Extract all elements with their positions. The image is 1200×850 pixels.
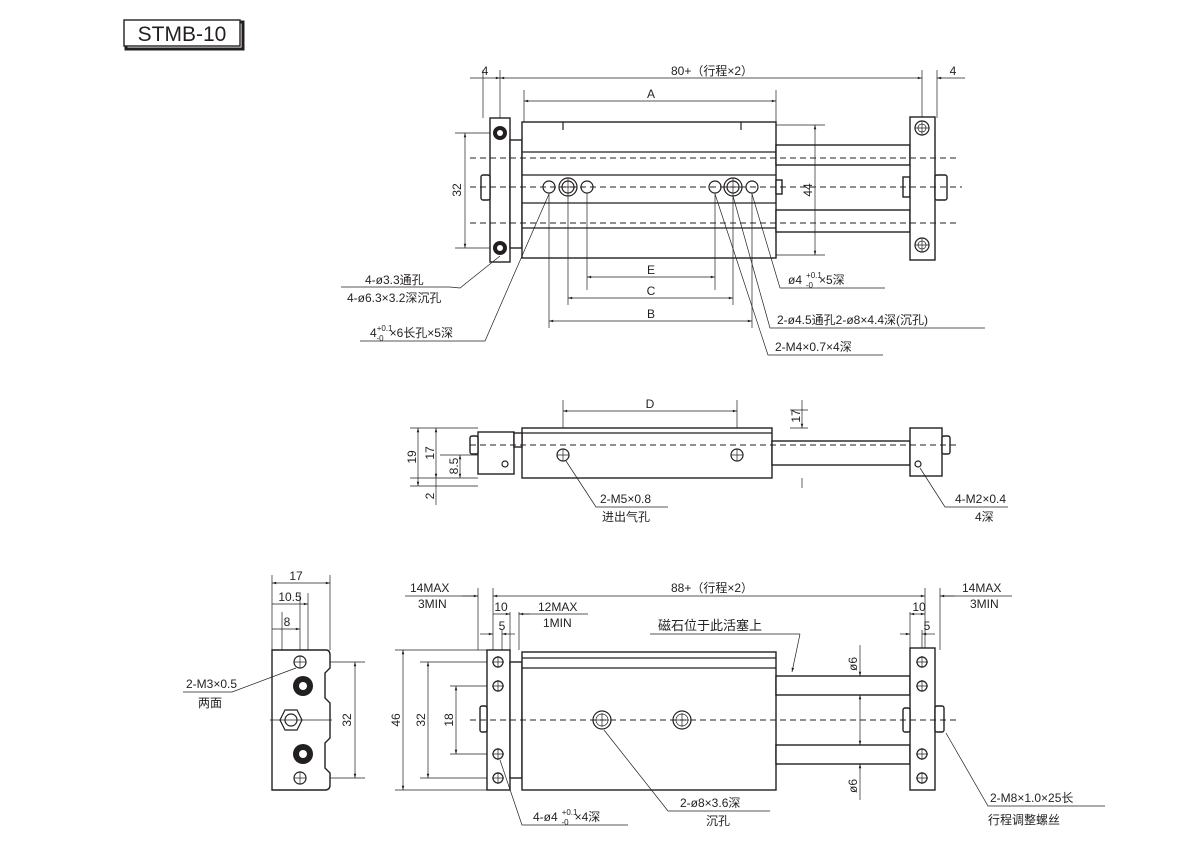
- dim-46: 46: [389, 713, 403, 727]
- guide-rod: [775, 144, 911, 166]
- dim-b: B: [647, 307, 655, 321]
- dim-17-top: 17: [789, 409, 803, 423]
- bottom-view: 88+（行程×2） 14MAX 3MIN 14MAX 3MIN 10 5 12M…: [389, 580, 1105, 828]
- dim-e: E: [647, 263, 655, 277]
- dim-mid-max: 12MAX: [538, 600, 577, 614]
- side-view: D 17 19 17 8.5 2 2-M5×0.8 进出气孔 4-M2×0.4 …: [405, 397, 1008, 524]
- top-view: 80+（行程×2） 4 4 A 32 44: [341, 63, 985, 356]
- dim-17: 17: [423, 446, 437, 460]
- right-end-plate: [909, 647, 936, 791]
- dim-32: 32: [414, 713, 428, 727]
- dim-rod-diameter-bottom: ø6: [846, 779, 860, 793]
- note-m2: 4-M2×0.4: [955, 492, 1006, 506]
- note-port-desc: 进出气孔: [602, 509, 650, 524]
- dim-32: 32: [340, 713, 354, 727]
- magnet-note: 磁石位于此活塞上: [658, 618, 762, 633]
- end-view: 17 10.5 8 32 2-M3×0.5 两面: [183, 569, 365, 791]
- model-title: STMB-10: [138, 23, 227, 46]
- cylinder-body: [521, 651, 777, 791]
- cylinder-body: [521, 121, 777, 259]
- left-end-block: [477, 431, 515, 475]
- dim-10-left: 10: [494, 600, 508, 614]
- note-pin-hole: 4-ø4+0.1-0×4深: [533, 808, 600, 827]
- note-slot: 4+0.1-0×6长孔×5深: [370, 324, 453, 343]
- note-thread: 2-M4×0.7×4深: [775, 340, 852, 354]
- dim-left-offset: 4: [482, 64, 489, 78]
- note-hole-counterbore: 4-ø6.3×3.2深沉孔: [347, 291, 441, 305]
- cylinder-body-side: [521, 427, 773, 479]
- note-pin-hole: ø4+0.1-0×5深: [788, 271, 845, 290]
- plate-holes: [492, 656, 928, 784]
- dim-44: 44: [801, 183, 815, 197]
- dim-10-5: 10.5: [278, 590, 302, 604]
- dim-2: 2: [423, 492, 437, 499]
- note-m2-depth: 4深: [975, 510, 994, 524]
- dim-d: D: [646, 397, 655, 411]
- note-port: 2-M5×0.8: [600, 492, 651, 506]
- dim-right-min: 3MIN: [970, 597, 999, 611]
- dim-left-min: 3MIN: [418, 597, 447, 611]
- note-hole-through: 4-ø3.3通孔: [365, 273, 424, 287]
- dim-mid-min: 1MIN: [543, 616, 572, 630]
- dim-8-5: 8.5: [447, 457, 461, 474]
- dim-18: 18: [442, 713, 456, 727]
- dim-5-left: 5: [499, 619, 506, 633]
- note-adjust-screw: 2-M8×1.0×25长: [990, 791, 1073, 805]
- guide-rod: [775, 209, 911, 233]
- dim-10-right: 10: [912, 600, 926, 614]
- dim-8: 8: [284, 615, 291, 629]
- dim-left-max: 14MAX: [410, 581, 449, 595]
- mounting-holes: [542, 177, 759, 197]
- right-end-block: [909, 427, 943, 477]
- dim-19: 19: [405, 450, 419, 464]
- guide-rod: [775, 675, 911, 696]
- dim-5-right: 5: [924, 619, 931, 633]
- stroke-adjust-screw: [934, 705, 945, 733]
- dim-a: A: [647, 87, 655, 101]
- note-m3: 2-M3×0.5: [186, 677, 237, 691]
- note-counterbore: 2-ø8×3.6深: [680, 796, 740, 810]
- note-m3-sides: 两面: [198, 696, 222, 710]
- dim-17: 17: [289, 569, 303, 583]
- model-title-box: STMB-10: [123, 19, 245, 51]
- note-through-hole: 2-ø4.5通孔2-ø8×4.4深(沉孔): [777, 313, 928, 327]
- dim-rod-diameter-top: ø6: [846, 657, 860, 671]
- note-adjust-screw-desc: 行程调整螺丝: [988, 812, 1060, 827]
- dim-right-offset: 4: [950, 64, 957, 78]
- dim-right-max: 14MAX: [962, 581, 1001, 595]
- dim-overall-label: 80+（行程×2）: [671, 63, 753, 78]
- guide-rod: [775, 744, 911, 765]
- note-counterbore-desc: 沉孔: [706, 814, 730, 828]
- dim-overall-label: 88+（行程×2）: [671, 580, 753, 595]
- dim-32: 32: [450, 183, 464, 197]
- dim-c: C: [647, 284, 656, 298]
